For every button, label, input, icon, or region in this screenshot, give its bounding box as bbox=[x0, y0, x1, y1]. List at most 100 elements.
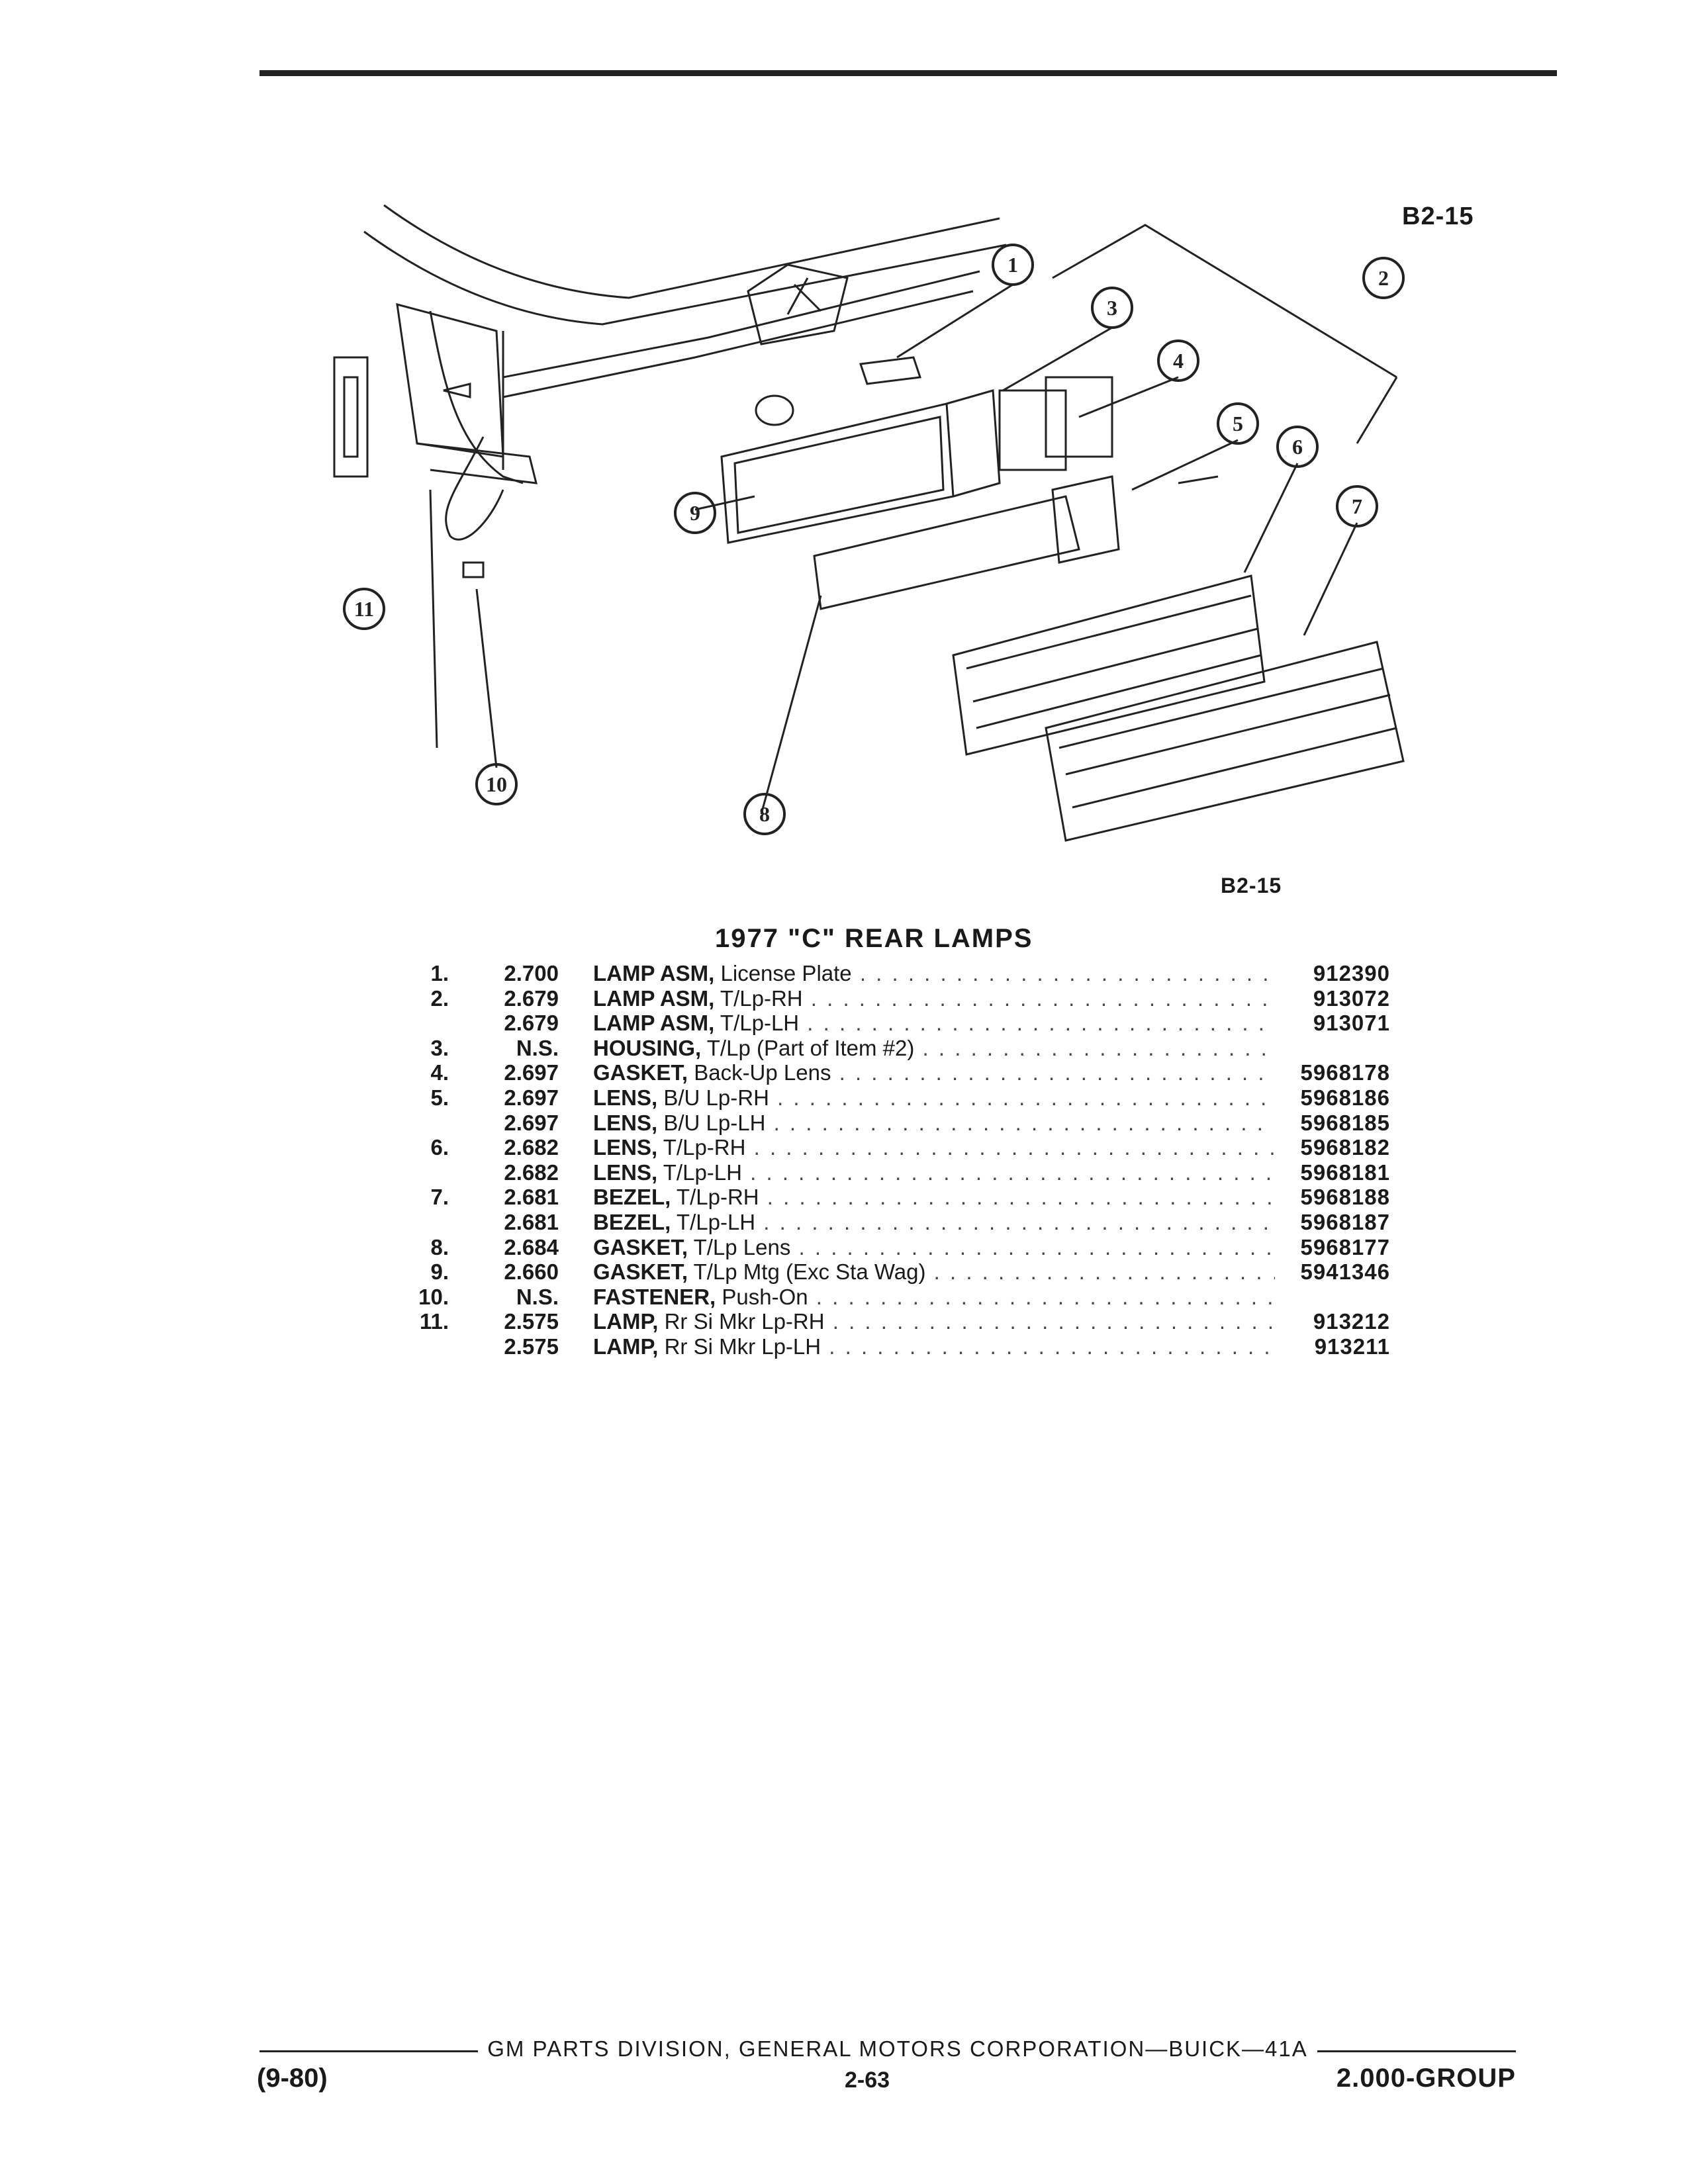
part-detail: T/Lp-RH bbox=[663, 1135, 746, 1160]
bracket-group-2 bbox=[1052, 224, 1398, 444]
group-number: 2.575 bbox=[504, 1334, 559, 1359]
dot-leader: . . . . . . . . . . . . . . . . . . . . … bbox=[763, 1209, 1275, 1234]
dot-leader: . . . . . . . . . . . . . . . . . . . . … bbox=[807, 1011, 1275, 1036]
item-number: 7. bbox=[430, 1185, 449, 1210]
part-description: GASKET, T/Lp Mtg (Exc Sta Wag) . . . . .… bbox=[593, 1259, 1275, 1285]
parts-row: 2.575 LAMP, Rr Si Mkr Lp-LH . . . . . . .… bbox=[397, 1334, 1403, 1359]
group-number: 2.697 bbox=[504, 1110, 559, 1135]
dot-leader: . . . . . . . . . . . . . . . . . . . . … bbox=[753, 1135, 1275, 1160]
dot-leader: . . . . . . . . . . . . . . . . . . . . … bbox=[777, 1085, 1275, 1110]
part-description: LENS, T/Lp-LH . . . . . . . . . . . . . … bbox=[593, 1160, 1275, 1185]
part-name: BEZEL, bbox=[593, 1185, 671, 1210]
part-description: HOUSING, T/Lp (Part of Item #2) . . . . … bbox=[593, 1036, 1275, 1061]
dot-leader: . . . . . . . . . . . . . . . . . . . . … bbox=[767, 1185, 1275, 1210]
part-description: LENS, T/Lp-RH . . . . . . . . . . . . . … bbox=[593, 1135, 1275, 1160]
svg-text:4: 4 bbox=[1173, 349, 1184, 373]
svg-text:8: 8 bbox=[759, 802, 770, 826]
group-number: 2.679 bbox=[504, 985, 559, 1011]
part-name: LENS, bbox=[593, 1160, 658, 1185]
tail-lamp-bezel-drawing bbox=[1045, 641, 1405, 842]
part-detail: Back-Up Lens bbox=[694, 1060, 831, 1085]
part-description: LAMP ASM, License Plate . . . . . . . . … bbox=[593, 961, 1275, 986]
exploded-parts-diagram: 1 2 3 4 5 6 7 8 9 10 11 bbox=[333, 204, 1405, 842]
dot-leader: . . . . . . . . . . . . . . . . . . . . … bbox=[839, 1060, 1275, 1085]
svg-text:10: 10 bbox=[486, 772, 507, 796]
part-description: FASTENER, Push-On . . . . . . . . . . . … bbox=[593, 1285, 1275, 1310]
part-name: LENS, bbox=[593, 1110, 658, 1135]
part-number: 5968185 bbox=[1300, 1110, 1390, 1135]
part-name: BEZEL, bbox=[593, 1209, 671, 1234]
dot-leader: . . . . . . . . . . . . . . . . . . . . … bbox=[859, 961, 1275, 985]
part-number: 913071 bbox=[1313, 1011, 1390, 1036]
part-detail: T/Lp Lens bbox=[693, 1234, 791, 1259]
group-number: 2.660 bbox=[504, 1259, 559, 1285]
svg-text:7: 7 bbox=[1352, 494, 1362, 518]
group-number: N.S. bbox=[516, 1035, 559, 1060]
parts-row: 10.N.S.FASTENER, Push-On . . . . . . . .… bbox=[397, 1285, 1403, 1310]
part-detail: License Plate bbox=[720, 961, 852, 985]
part-detail: T/Lp Mtg (Exc Sta Wag) bbox=[693, 1259, 926, 1285]
group-number: 2.681 bbox=[504, 1185, 559, 1210]
parts-row: 3. N.S. HOUSING, T/Lp (Part of Item #2) . … bbox=[397, 1036, 1403, 1061]
dot-leader: . . . . . . . . . . . . . . . . . . . . … bbox=[810, 985, 1275, 1011]
part-detail: T/Lp-RH bbox=[720, 985, 803, 1011]
part-name: HOUSING, bbox=[593, 1035, 702, 1060]
group-number: 2.682 bbox=[504, 1160, 559, 1185]
group-number: 2.697 bbox=[504, 1060, 559, 1085]
part-detail: Push-On bbox=[722, 1284, 808, 1309]
item-number: 4. bbox=[430, 1060, 449, 1085]
part-number: 5968181 bbox=[1300, 1160, 1390, 1185]
part-number: 5968178 bbox=[1300, 1060, 1390, 1085]
item-number: 11. bbox=[419, 1309, 449, 1334]
group-number: 2.700 bbox=[504, 961, 559, 985]
svg-text:11: 11 bbox=[354, 597, 374, 621]
part-detail: T/Lp (Part of Item #2) bbox=[706, 1035, 915, 1060]
part-name: LENS, bbox=[593, 1135, 658, 1160]
part-detail: T/Lp-RH bbox=[676, 1185, 759, 1210]
svg-text:3: 3 bbox=[1107, 296, 1117, 320]
part-detail: B/U Lp-LH bbox=[663, 1110, 766, 1135]
parts-row: 2. 2.679 LAMP ASM, T/Lp-RH . . . . . . . .… bbox=[397, 986, 1403, 1011]
push-on-fastener-drawing bbox=[462, 561, 485, 578]
dot-leader: . . . . . . . . . . . . . . . . . . . . … bbox=[832, 1309, 1275, 1334]
mounting-gasket-drawing bbox=[755, 394, 794, 426]
tail-lamp-housing-drawing bbox=[720, 402, 955, 544]
part-detail: B/U Lp-RH bbox=[663, 1085, 769, 1110]
item-number: 5. bbox=[430, 1085, 449, 1110]
group-number: 2.684 bbox=[504, 1234, 559, 1259]
svg-text:5: 5 bbox=[1233, 412, 1243, 435]
part-detail: Rr Si Mkr Lp-RH bbox=[664, 1309, 825, 1334]
backup-gasket-drawing bbox=[998, 389, 1067, 471]
item-number: 1. bbox=[430, 961, 449, 985]
part-number: 5968188 bbox=[1300, 1185, 1390, 1210]
part-detail: T/Lp-LH bbox=[720, 1011, 800, 1036]
side-marker-lens-drawing bbox=[343, 376, 359, 458]
part-name: LAMP ASM, bbox=[593, 985, 715, 1011]
part-description: LAMP, Rr Si Mkr Lp-LH . . . . . . . . . … bbox=[593, 1334, 1275, 1359]
part-description: GASKET, Back-Up Lens . . . . . . . . . .… bbox=[593, 1060, 1275, 1085]
license-lamp-drawing bbox=[859, 356, 922, 385]
parts-row: 7. 2.681 BEZEL, T/Lp-RH . . . . . . . . . … bbox=[397, 1185, 1403, 1210]
part-description: LENS, B/U Lp-RH . . . . . . . . . . . . … bbox=[593, 1085, 1275, 1111]
footer-group: 2.000-GROUP bbox=[1336, 2064, 1516, 2093]
top-rule bbox=[259, 70, 1557, 76]
parts-row: 4. 2.697 GASKET, Back-Up Lens . . . . . . … bbox=[397, 1060, 1403, 1085]
part-number: 5941346 bbox=[1300, 1259, 1390, 1285]
tail-lamp-lens-gasket-drawing bbox=[813, 495, 1080, 610]
part-name: FASTENER, bbox=[593, 1284, 716, 1309]
part-number: 913212 bbox=[1313, 1309, 1390, 1334]
part-name: GASKET, bbox=[593, 1060, 688, 1085]
item-number: 3. bbox=[430, 1035, 449, 1060]
part-name: LAMP, bbox=[593, 1309, 659, 1334]
group-number: N.S. bbox=[516, 1284, 559, 1309]
part-number: 5968186 bbox=[1300, 1085, 1390, 1110]
svg-text:9: 9 bbox=[690, 501, 700, 525]
part-detail: Rr Si Mkr Lp-LH bbox=[664, 1334, 821, 1359]
item-number: 2. bbox=[430, 985, 449, 1011]
item-number: 9. bbox=[430, 1259, 449, 1285]
